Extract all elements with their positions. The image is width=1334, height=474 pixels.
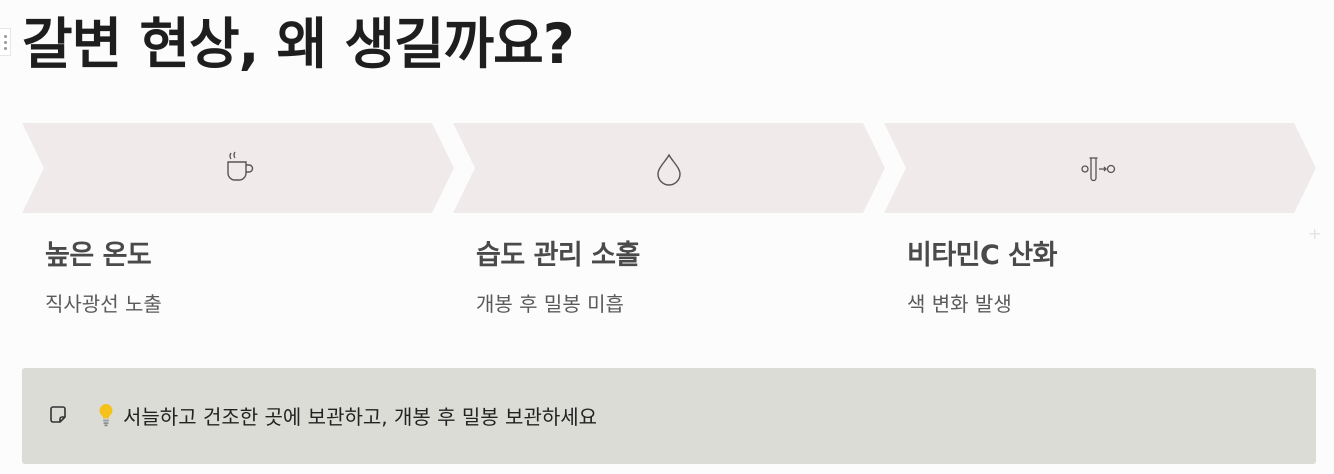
chevron-shape	[884, 123, 1316, 213]
drag-dot	[3, 34, 7, 38]
chevron-shape	[453, 123, 885, 213]
step-description: 색 변화 발생	[907, 292, 1012, 316]
step-description: 직사광선 노출	[45, 292, 162, 316]
process-steps: 높은 온도 직사광선 노출 습도 관리 소홀 개봉 후 밀봉 미흡	[22, 123, 1316, 333]
step-description: 개봉 후 밀봉 미흡	[476, 292, 624, 316]
water-drop-icon	[657, 153, 681, 186]
note-icon[interactable]	[48, 405, 68, 425]
step-title: 높은 온도	[45, 240, 152, 271]
chevron-shape	[22, 123, 454, 213]
drag-dot	[3, 40, 7, 44]
callout-box: 서늘하고 건조한 곳에 보관하고, 개봉 후 밀봉 보관하세요	[22, 368, 1316, 464]
step-1[interactable]: 높은 온도 직사광선 노출	[22, 123, 454, 333]
callout-text: 서늘하고 건조한 곳에 보관하고, 개봉 후 밀봉 보관하세요	[123, 405, 598, 429]
add-column-icon[interactable]: +	[1308, 224, 1322, 243]
step-title: 비타민C 산화	[907, 240, 1057, 271]
coffee-cup-icon	[227, 151, 254, 181]
step-title: 습도 관리 소홀	[476, 240, 640, 271]
page-title: 갈변 현상, 왜 생길까요?	[22, 12, 575, 76]
step-3[interactable]: 비타민C 산화 색 변화 발생	[884, 123, 1316, 333]
step-2[interactable]: 습도 관리 소홀 개봉 후 밀봉 미흡	[453, 123, 885, 333]
lightbulb-icon	[99, 404, 113, 427]
test-tube-icon	[1081, 157, 1116, 182]
drag-dot	[3, 46, 7, 50]
drag-handle[interactable]	[0, 28, 11, 56]
